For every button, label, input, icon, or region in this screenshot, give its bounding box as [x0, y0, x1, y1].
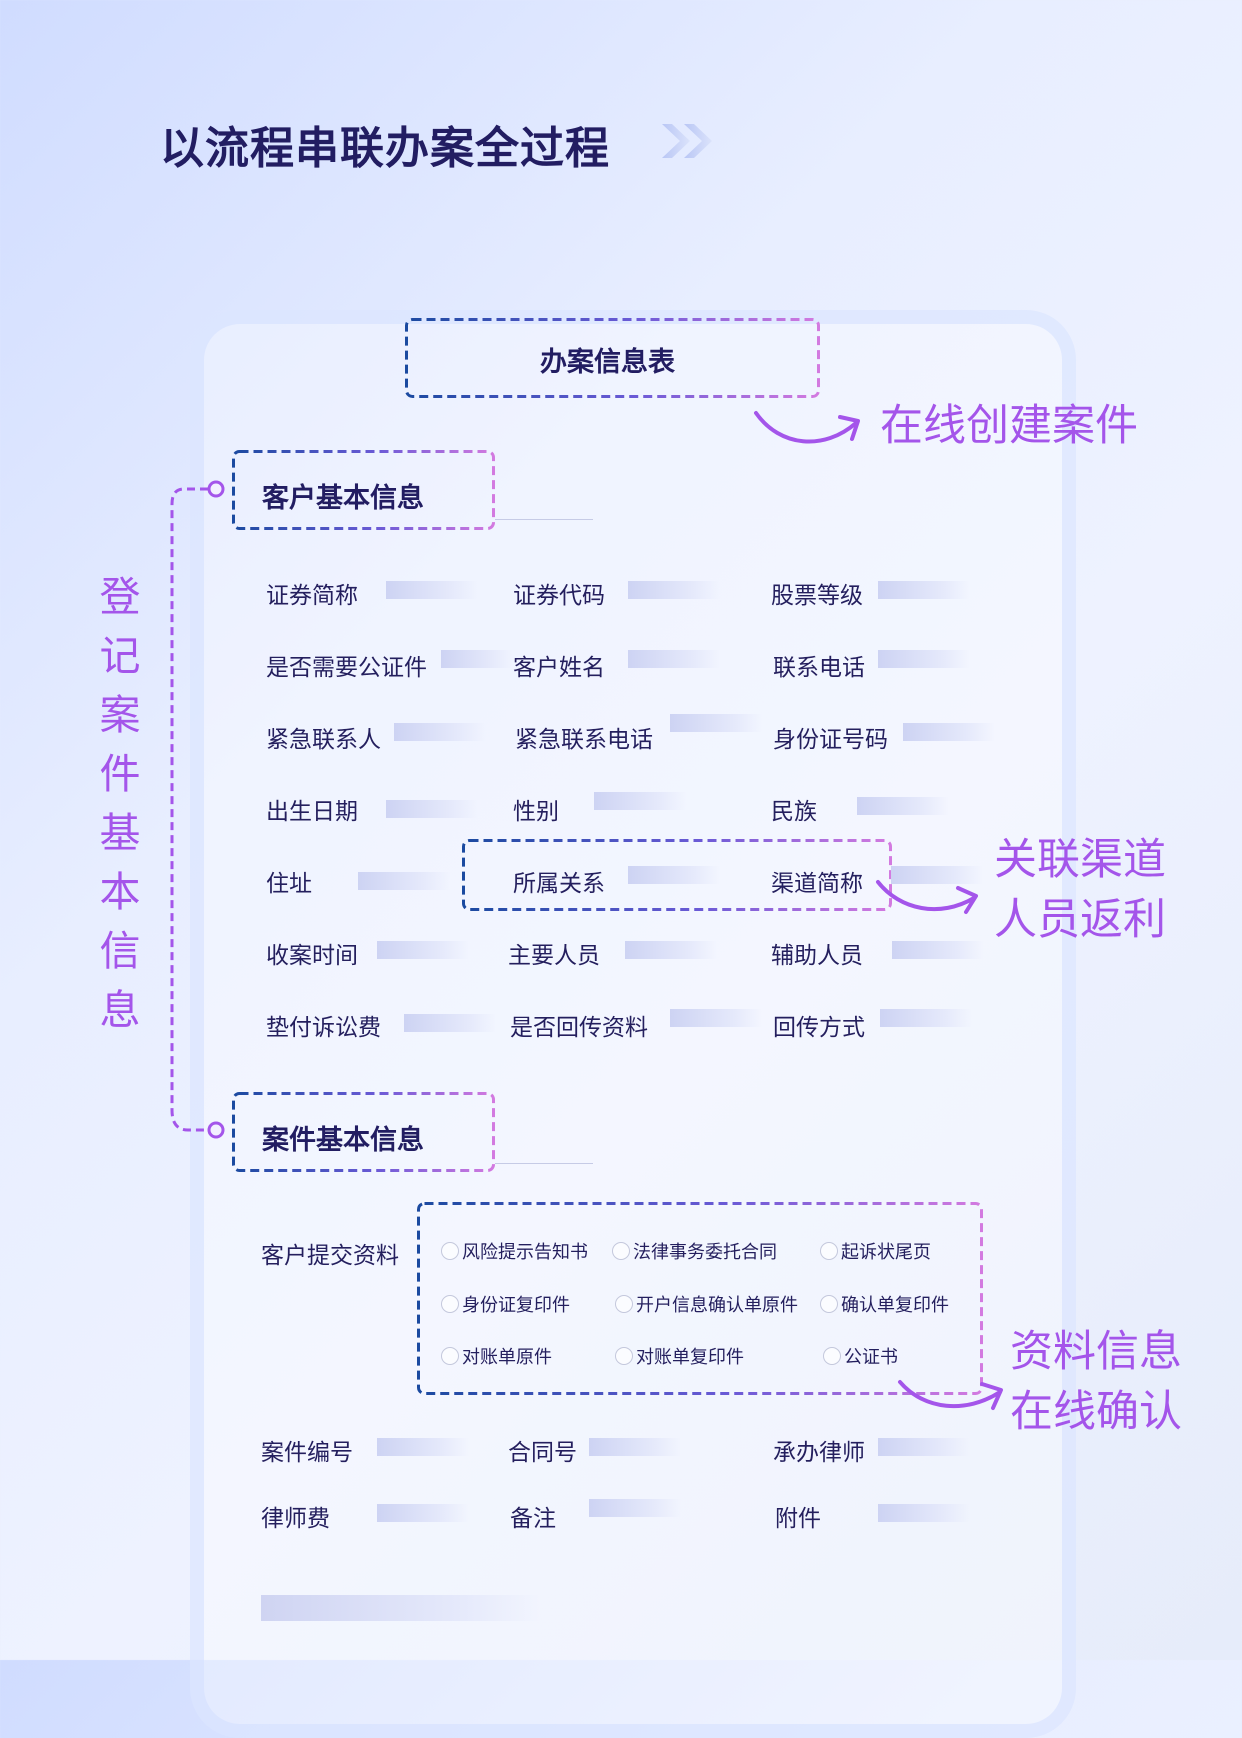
field-label: 紧急联系电话 — [515, 727, 653, 753]
radio-icon[interactable] — [615, 1347, 633, 1365]
field-label: 住址 — [266, 871, 312, 897]
customer-section-title: 客户基本信息 — [262, 483, 424, 514]
material-option[interactable]: 身份证复印件 — [441, 1291, 570, 1317]
material-option[interactable]: 起诉状尾页 — [820, 1238, 931, 1264]
submit-bar[interactable] — [261, 1595, 541, 1621]
side-note-register-case: 登 记 案 件 基 本 信 息 — [99, 573, 141, 1034]
radio-icon[interactable] — [441, 1242, 459, 1260]
field-input[interactable] — [404, 1014, 496, 1032]
field-input[interactable] — [386, 581, 478, 599]
field-label: 身份证号码 — [773, 727, 888, 753]
field-label: 证券代码 — [513, 583, 605, 609]
material-option[interactable]: 确认单复印件 — [820, 1291, 949, 1317]
customer-section-header: 客户基本信息 — [232, 450, 495, 530]
case-section-header: 案件基本信息 — [232, 1092, 495, 1172]
radio-icon[interactable] — [441, 1295, 459, 1313]
callout-confirm-line1: 资料信息 — [1010, 1327, 1182, 1377]
field-input[interactable] — [358, 872, 450, 890]
case-section-title: 案件基本信息 — [262, 1125, 424, 1156]
radio-icon[interactable] — [820, 1242, 838, 1260]
field-label: 联系电话 — [773, 655, 865, 681]
curved-arrow-icon — [898, 1380, 1003, 1410]
field-label: 辅助人员 — [771, 943, 863, 969]
field-label: 回传方式 — [773, 1015, 865, 1041]
radio-icon[interactable] — [441, 1347, 459, 1365]
material-option[interactable]: 公证书 — [823, 1343, 898, 1369]
field-label: 垫付诉讼费 — [266, 1015, 381, 1041]
material-option[interactable]: 开户信息确认单原件 — [615, 1291, 798, 1317]
callout-channel-line2: 人员返利 — [994, 895, 1166, 945]
callout-confirm-line2: 在线确认 — [1010, 1387, 1182, 1437]
field-label: 律师费 — [261, 1506, 330, 1532]
field-input[interactable] — [441, 650, 513, 668]
field-label: 民族 — [771, 799, 817, 825]
field-label: 证券简称 — [266, 583, 358, 609]
field-input[interactable] — [878, 1438, 970, 1456]
field-label: 主要人员 — [508, 943, 600, 969]
field-label: 案件编号 — [261, 1440, 353, 1466]
section-bracket — [170, 480, 225, 1139]
field-input[interactable] — [386, 800, 478, 818]
radio-icon[interactable] — [612, 1242, 630, 1260]
material-option[interactable]: 对账单复印件 — [615, 1343, 744, 1369]
curved-arrow-icon — [754, 411, 860, 444]
field-input[interactable] — [891, 866, 983, 884]
field-label: 附件 — [775, 1506, 821, 1532]
field-label: 股票等级 — [771, 583, 863, 609]
callout-channel-line1: 关联渠道 — [994, 835, 1166, 885]
field-input[interactable] — [625, 941, 717, 959]
field-input[interactable] — [892, 941, 984, 959]
field-input[interactable] — [377, 1504, 469, 1522]
materials-box — [417, 1202, 983, 1395]
field-label: 收案时间 — [266, 943, 358, 969]
channel-relation-box — [462, 839, 892, 911]
material-option[interactable]: 风险提示告知书 — [441, 1238, 588, 1264]
form-title: 办案信息表 — [540, 347, 675, 378]
callout-create-case: 在线创建案件 — [880, 401, 1138, 451]
field-input[interactable] — [628, 866, 720, 884]
material-option[interactable]: 法律事务委托合同 — [612, 1238, 777, 1264]
materials-label: 客户提交资料 — [261, 1243, 399, 1269]
material-option[interactable]: 对账单原件 — [441, 1343, 552, 1369]
field-input[interactable] — [857, 797, 949, 815]
field-input[interactable] — [880, 1009, 972, 1027]
field-input[interactable] — [594, 792, 686, 810]
field-label: 承办律师 — [773, 1440, 865, 1466]
field-input[interactable] — [589, 1499, 681, 1517]
field-input[interactable] — [377, 941, 469, 959]
double-chevron-icon — [662, 124, 712, 158]
field-input[interactable] — [628, 581, 720, 599]
field-label: 出生日期 — [266, 799, 358, 825]
divider — [495, 519, 593, 520]
field-label: 渠道简称 — [771, 871, 863, 897]
divider — [495, 1163, 593, 1164]
radio-icon[interactable] — [823, 1347, 841, 1365]
curved-arrow-icon — [876, 880, 978, 914]
field-input[interactable] — [394, 723, 486, 741]
field-input[interactable] — [628, 650, 720, 668]
field-input[interactable] — [589, 1438, 681, 1456]
field-label: 所属关系 — [513, 871, 605, 897]
field-input[interactable] — [377, 1438, 469, 1456]
form-title-box: 办案信息表 — [405, 318, 820, 398]
field-label: 客户姓名 — [513, 655, 605, 681]
page-title: 以流程串联办案全过程 — [160, 123, 610, 174]
field-input[interactable] — [878, 1504, 970, 1522]
field-input[interactable] — [670, 714, 762, 732]
field-input[interactable] — [670, 1009, 762, 1027]
field-label: 备注 — [510, 1506, 556, 1532]
field-input[interactable] — [878, 650, 970, 668]
field-label: 合同号 — [508, 1440, 577, 1466]
field-label: 是否需要公证件 — [266, 655, 427, 681]
field-input[interactable] — [878, 581, 970, 599]
radio-icon[interactable] — [820, 1295, 838, 1313]
radio-icon[interactable] — [615, 1295, 633, 1313]
field-input[interactable] — [903, 723, 995, 741]
field-label: 紧急联系人 — [266, 727, 381, 753]
field-label: 是否回传资料 — [510, 1015, 648, 1041]
field-label: 性别 — [513, 799, 559, 825]
